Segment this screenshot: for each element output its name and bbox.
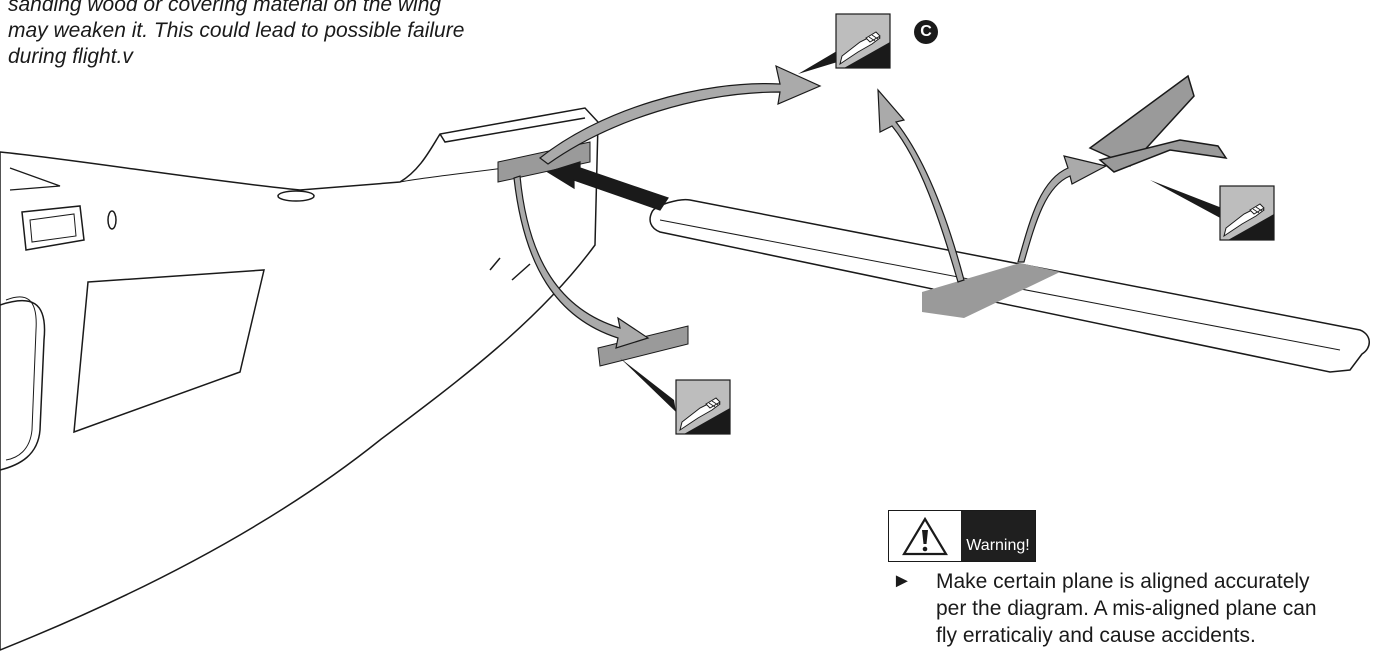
intro-text: sanding wood or covering material on the…	[8, 0, 648, 70]
callout-pointers	[620, 48, 1224, 412]
warning-box: Warning!	[888, 510, 1036, 562]
warning-item: ► Make certain plane is aligned accurate…	[892, 568, 1372, 649]
arrow-icon	[513, 175, 650, 349]
arrow-icon	[539, 64, 822, 165]
warning-line-1: Make certain plane is aligned accurately	[936, 570, 1310, 593]
wing	[649, 198, 1370, 373]
fuselage	[0, 107, 599, 651]
arrow-icon	[877, 88, 965, 283]
arrows	[513, 64, 1108, 349]
warning-line-2: per the diagram. A mis-aligned plane can	[936, 597, 1317, 620]
intro-line-1: sanding wood or covering material on the…	[8, 0, 442, 16]
sanding-block-icon	[835, 13, 891, 69]
sanding-block-icon	[1219, 185, 1275, 241]
intro-line-3: during flight.v	[8, 45, 133, 68]
warning-label: Warning!	[961, 511, 1035, 561]
arrow-icon	[546, 161, 669, 211]
arrow-icon	[1017, 155, 1108, 263]
tail	[1088, 74, 1228, 173]
warning-text: Make certain plane is aligned accurately…	[936, 568, 1317, 649]
intro-line-2: may weaken it. This could lead to possib…	[8, 19, 465, 42]
sanding-block-icon	[675, 379, 731, 435]
bullet-arrow-icon: ►	[892, 570, 912, 592]
warning-triangle-icon	[889, 511, 961, 561]
warning-line-3: fly erraticaliy and cause accidents.	[936, 624, 1256, 647]
step-badge: C	[914, 20, 938, 44]
